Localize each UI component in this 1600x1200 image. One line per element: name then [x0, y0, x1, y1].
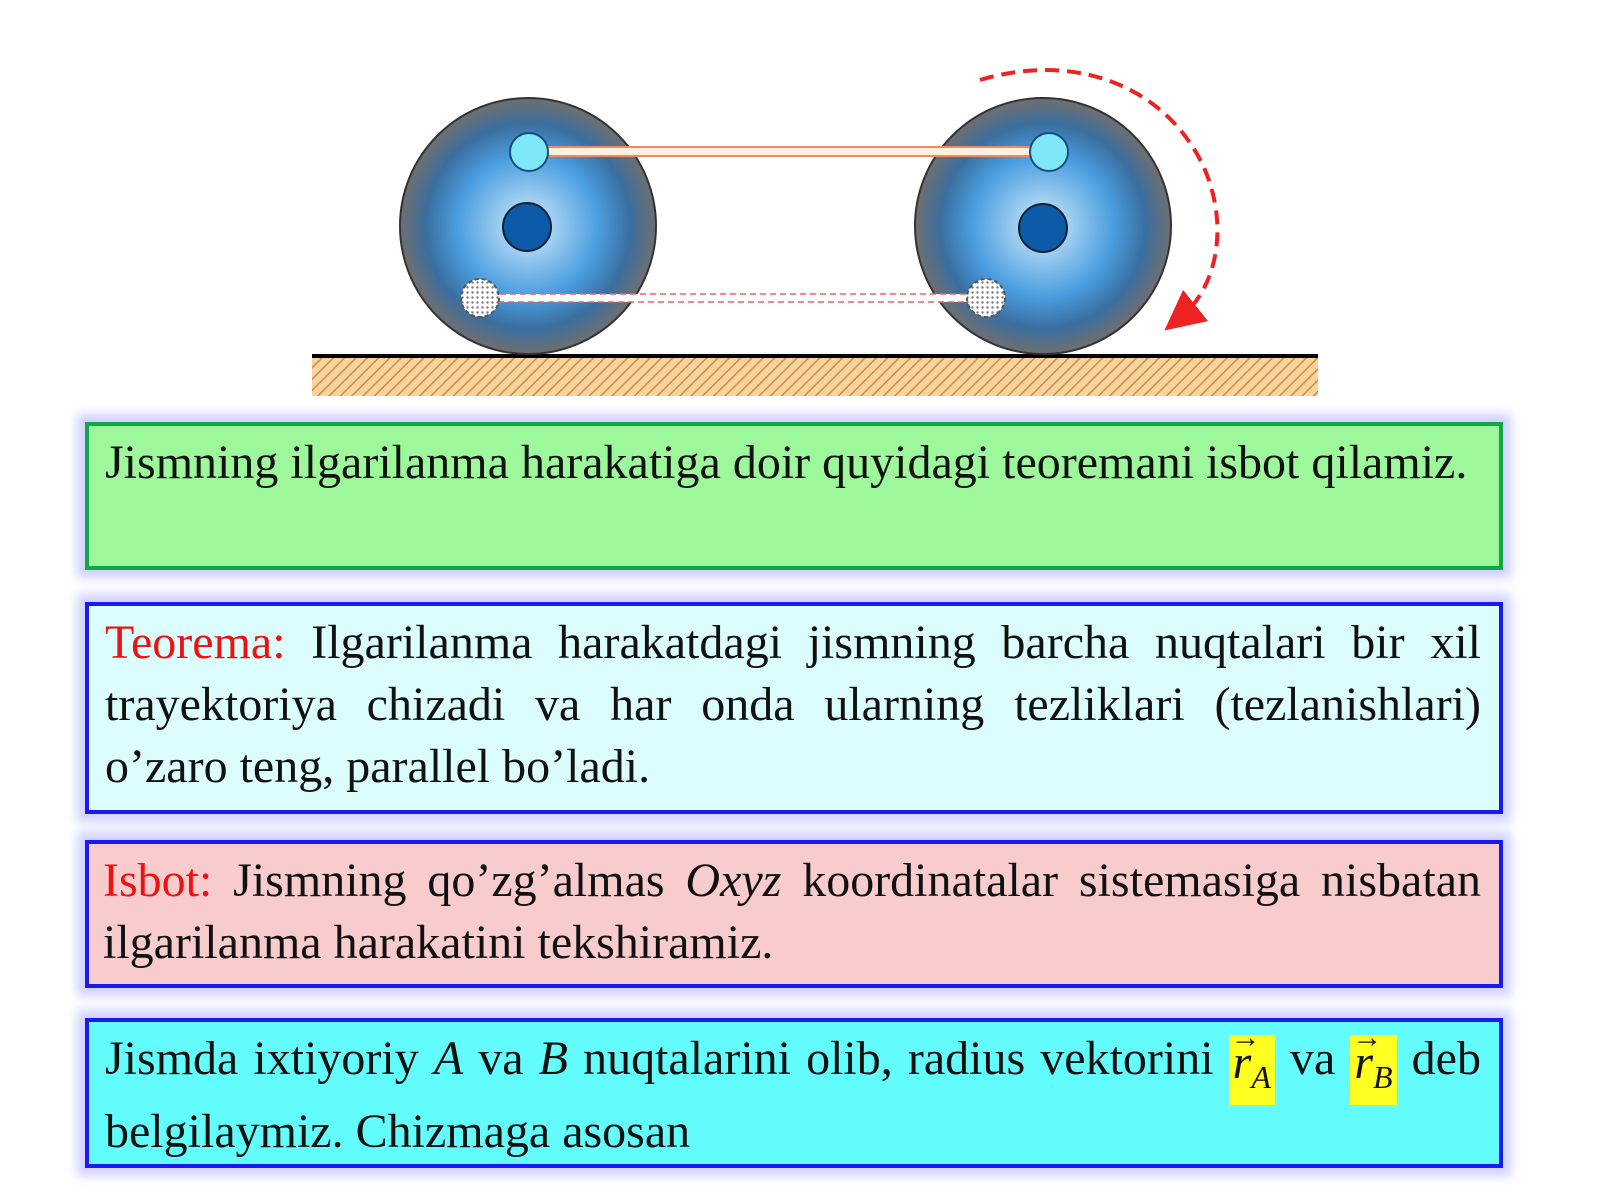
- proof-text-after: koordinatalar sistemasiga nisbatan ilgar…: [103, 854, 1481, 969]
- right-hub: [1018, 203, 1068, 253]
- theorem-paragraph: Teorema: Ilgarilanma harakatdagi jismnin…: [105, 612, 1481, 798]
- proof-paragraph: Isbot: Jismning qo’zg’almas Oxyz koordin…: [103, 850, 1481, 974]
- wheel-diagram: [312, 68, 1318, 396]
- point-a: A: [433, 1032, 464, 1085]
- right-lower-pin: [966, 278, 1006, 318]
- points-paragraph: Jismda ixtiyoriy A va B nuqtalarini olib…: [105, 1028, 1481, 1163]
- left-hub: [502, 202, 552, 252]
- theorem-text: Ilgarilanma harakatdagi jismning barcha …: [105, 616, 1481, 793]
- vector-r-a: rA: [1228, 1035, 1275, 1105]
- proof-text-before: Jismning qo’zg’almas: [212, 854, 686, 907]
- points-text-1: Jismda ixtiyoriy: [105, 1032, 434, 1085]
- proof-frame: Oxyz: [685, 854, 782, 907]
- proof-box: Isbot: Jismning qo’zg’almas Oxyz koordin…: [85, 840, 1503, 988]
- rotation-arrow: [979, 68, 1220, 331]
- vector-r-b: rB: [1350, 1035, 1397, 1105]
- statement-text: Jismning ilgarilanma harakatiga doir quy…: [105, 436, 1468, 489]
- upper-rod: [529, 146, 1051, 157]
- points-text-2: va: [463, 1032, 539, 1085]
- proof-label: Isbot:: [103, 854, 213, 907]
- vector-r-b-symbol: r: [1354, 1036, 1373, 1089]
- left-upper-pin: [509, 132, 549, 172]
- points-text-3: nuqtalarini olib, radius vektorini: [567, 1032, 1229, 1085]
- statement-box: Jismning ilgarilanma harakatiga doir quy…: [85, 422, 1503, 570]
- points-text-4: va: [1274, 1032, 1351, 1085]
- ground-hatch: [312, 356, 1318, 396]
- left-lower-pin: [460, 278, 500, 318]
- right-upper-pin: [1029, 132, 1069, 172]
- vector-r-a-sub: A: [1251, 1059, 1271, 1095]
- points-text-5: deb belgilaymiz. Chizmaga asosan: [105, 1032, 1481, 1158]
- lower-rod-dashed: [479, 293, 989, 303]
- theorem-label: Teorema:: [105, 616, 286, 669]
- vector-r-b-sub: B: [1373, 1059, 1393, 1095]
- points-box: Jismda ixtiyoriy A va B nuqtalarini olib…: [85, 1018, 1503, 1168]
- theorem-box: Teorema: Ilgarilanma harakatdagi jismnin…: [85, 602, 1503, 814]
- vector-r-a-symbol: r: [1233, 1036, 1252, 1089]
- point-b: B: [538, 1032, 568, 1085]
